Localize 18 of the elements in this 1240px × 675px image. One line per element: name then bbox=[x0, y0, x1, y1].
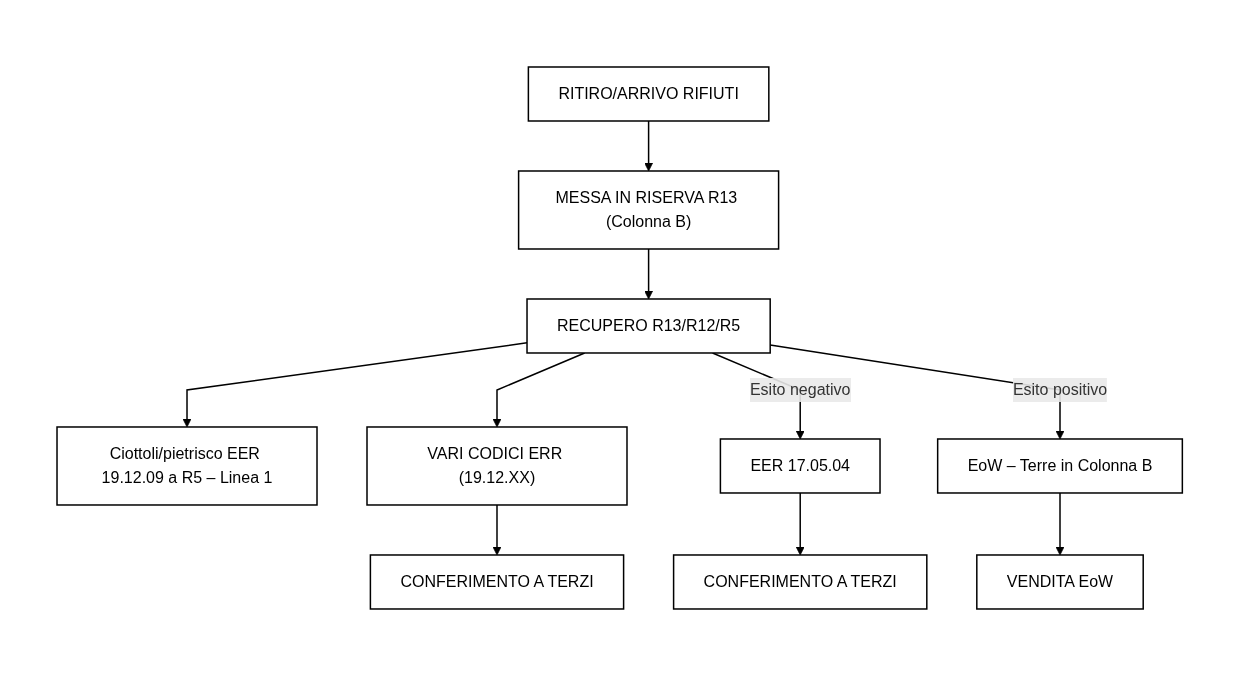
node-box: RITIRO/ARRIVO RIFIUTI bbox=[527, 65, 770, 122]
arrow bbox=[644, 119, 654, 171]
node-box: Ciottoli/pietrisco EER 19.12.09 a R5 – Linea 1 bbox=[56, 425, 319, 506]
node-box: MESSA IN RISERVA R13 (Colonna B) bbox=[518, 169, 780, 250]
node-box: EER 17.05.04 bbox=[719, 437, 882, 494]
arrow bbox=[492, 351, 586, 427]
node-box: CONFERIMENTO A TERZI bbox=[369, 553, 625, 610]
arrow bbox=[492, 503, 502, 555]
node-box: VARI CODICI ERR (19.12.XX) bbox=[366, 425, 629, 506]
edge-label: Esito positivo bbox=[1013, 380, 1108, 398]
node-box: VENDITA EoW bbox=[976, 553, 1145, 610]
arrow bbox=[644, 247, 654, 299]
node-box: CONFERIMENTO A TERZI bbox=[673, 553, 928, 610]
arrow bbox=[1055, 491, 1065, 555]
edge-label: Esito negativo bbox=[750, 380, 851, 398]
arrow bbox=[796, 491, 805, 555]
node-box: EoW – Terre in Colonna B bbox=[937, 437, 1184, 494]
node-box: RECUPERO R13/R12/R5 bbox=[526, 297, 772, 354]
